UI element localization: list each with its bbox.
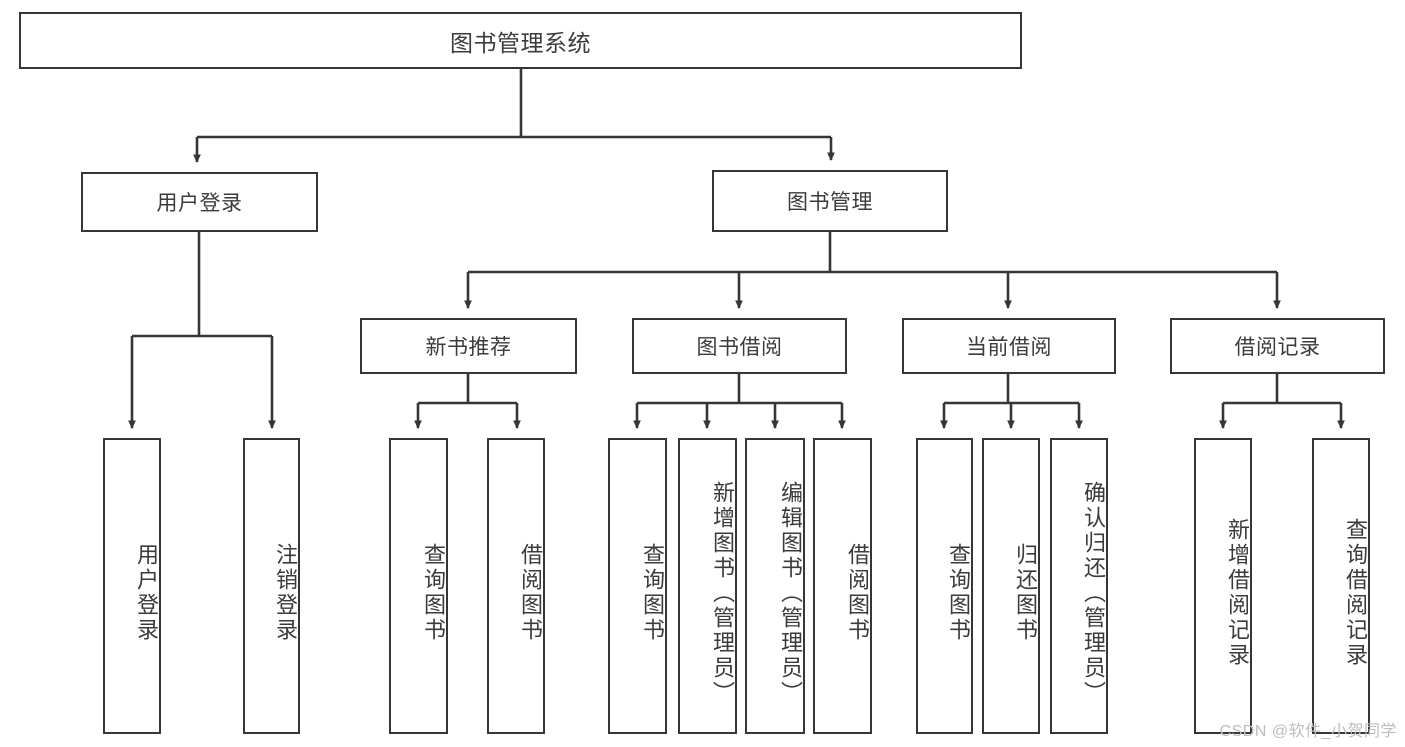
node-leaf-edit-book-label: 编辑图书（管理员） [778, 480, 803, 706]
node-leaf-user-login-label: 用户登录 [134, 543, 159, 643]
node-leaf-add-record-label: 新增借阅记录 [1225, 518, 1250, 668]
node-root[interactable]: 图书管理系统 [19, 12, 1022, 69]
node-book-borrow[interactable]: 图书借阅 [632, 318, 847, 374]
node-borrow-record[interactable]: 借阅记录 [1170, 318, 1385, 374]
node-book-manage[interactable]: 图书管理 [712, 170, 948, 232]
node-new-book-rec-label: 新书推荐 [425, 336, 512, 359]
node-leaf-user-logout-label: 注销登录 [273, 543, 298, 643]
node-book-borrow-label: 图书借阅 [696, 336, 783, 359]
node-new-book-rec[interactable]: 新书推荐 [360, 318, 577, 374]
node-leaf-borrow-book-rec[interactable]: 借阅图书 [487, 438, 545, 734]
node-leaf-query-book-rec-label: 查询图书 [421, 543, 446, 643]
node-leaf-confirm-return-label: 确认归还（管理员） [1081, 480, 1106, 706]
node-leaf-borrow-book-rec-label: 借阅图书 [518, 543, 543, 643]
node-leaf-query-book-borrow[interactable]: 查询图书 [608, 438, 667, 734]
node-leaf-query-record[interactable]: 查询借阅记录 [1312, 438, 1370, 734]
node-leaf-return-book-label: 归还图书 [1013, 543, 1038, 643]
node-leaf-query-book-current[interactable]: 查询图书 [916, 438, 973, 734]
node-user-login[interactable]: 用户登录 [81, 172, 318, 232]
node-user-login-label: 用户登录 [156, 192, 243, 215]
node-leaf-add-record[interactable]: 新增借阅记录 [1194, 438, 1252, 734]
node-leaf-add-book-label: 新增图书（管理员） [710, 480, 735, 706]
node-leaf-edit-book[interactable]: 编辑图书（管理员） [745, 438, 805, 734]
node-leaf-return-book[interactable]: 归还图书 [982, 438, 1040, 734]
node-leaf-query-book-rec[interactable]: 查询图书 [389, 438, 448, 734]
node-leaf-query-book-borrow-label: 查询图书 [640, 543, 665, 643]
node-leaf-user-login[interactable]: 用户登录 [103, 438, 161, 734]
node-leaf-borrow-book[interactable]: 借阅图书 [813, 438, 872, 734]
watermark-text: CSDN @软件_小贺同学 [1219, 723, 1397, 740]
node-leaf-user-logout[interactable]: 注销登录 [243, 438, 300, 734]
node-leaf-borrow-book-label: 借阅图书 [845, 543, 870, 643]
node-leaf-query-record-label: 查询借阅记录 [1343, 518, 1368, 668]
node-book-manage-label: 图书管理 [787, 191, 873, 214]
node-leaf-add-book[interactable]: 新增图书（管理员） [678, 438, 737, 734]
node-leaf-query-book-current-label: 查询图书 [946, 543, 971, 643]
node-current-borrow-label: 当前借阅 [966, 336, 1052, 359]
node-leaf-confirm-return[interactable]: 确认归还（管理员） [1050, 438, 1108, 734]
node-current-borrow[interactable]: 当前借阅 [902, 318, 1116, 374]
node-root-label: 图书管理系统 [450, 29, 591, 56]
node-borrow-record-label: 借阅记录 [1234, 336, 1321, 359]
